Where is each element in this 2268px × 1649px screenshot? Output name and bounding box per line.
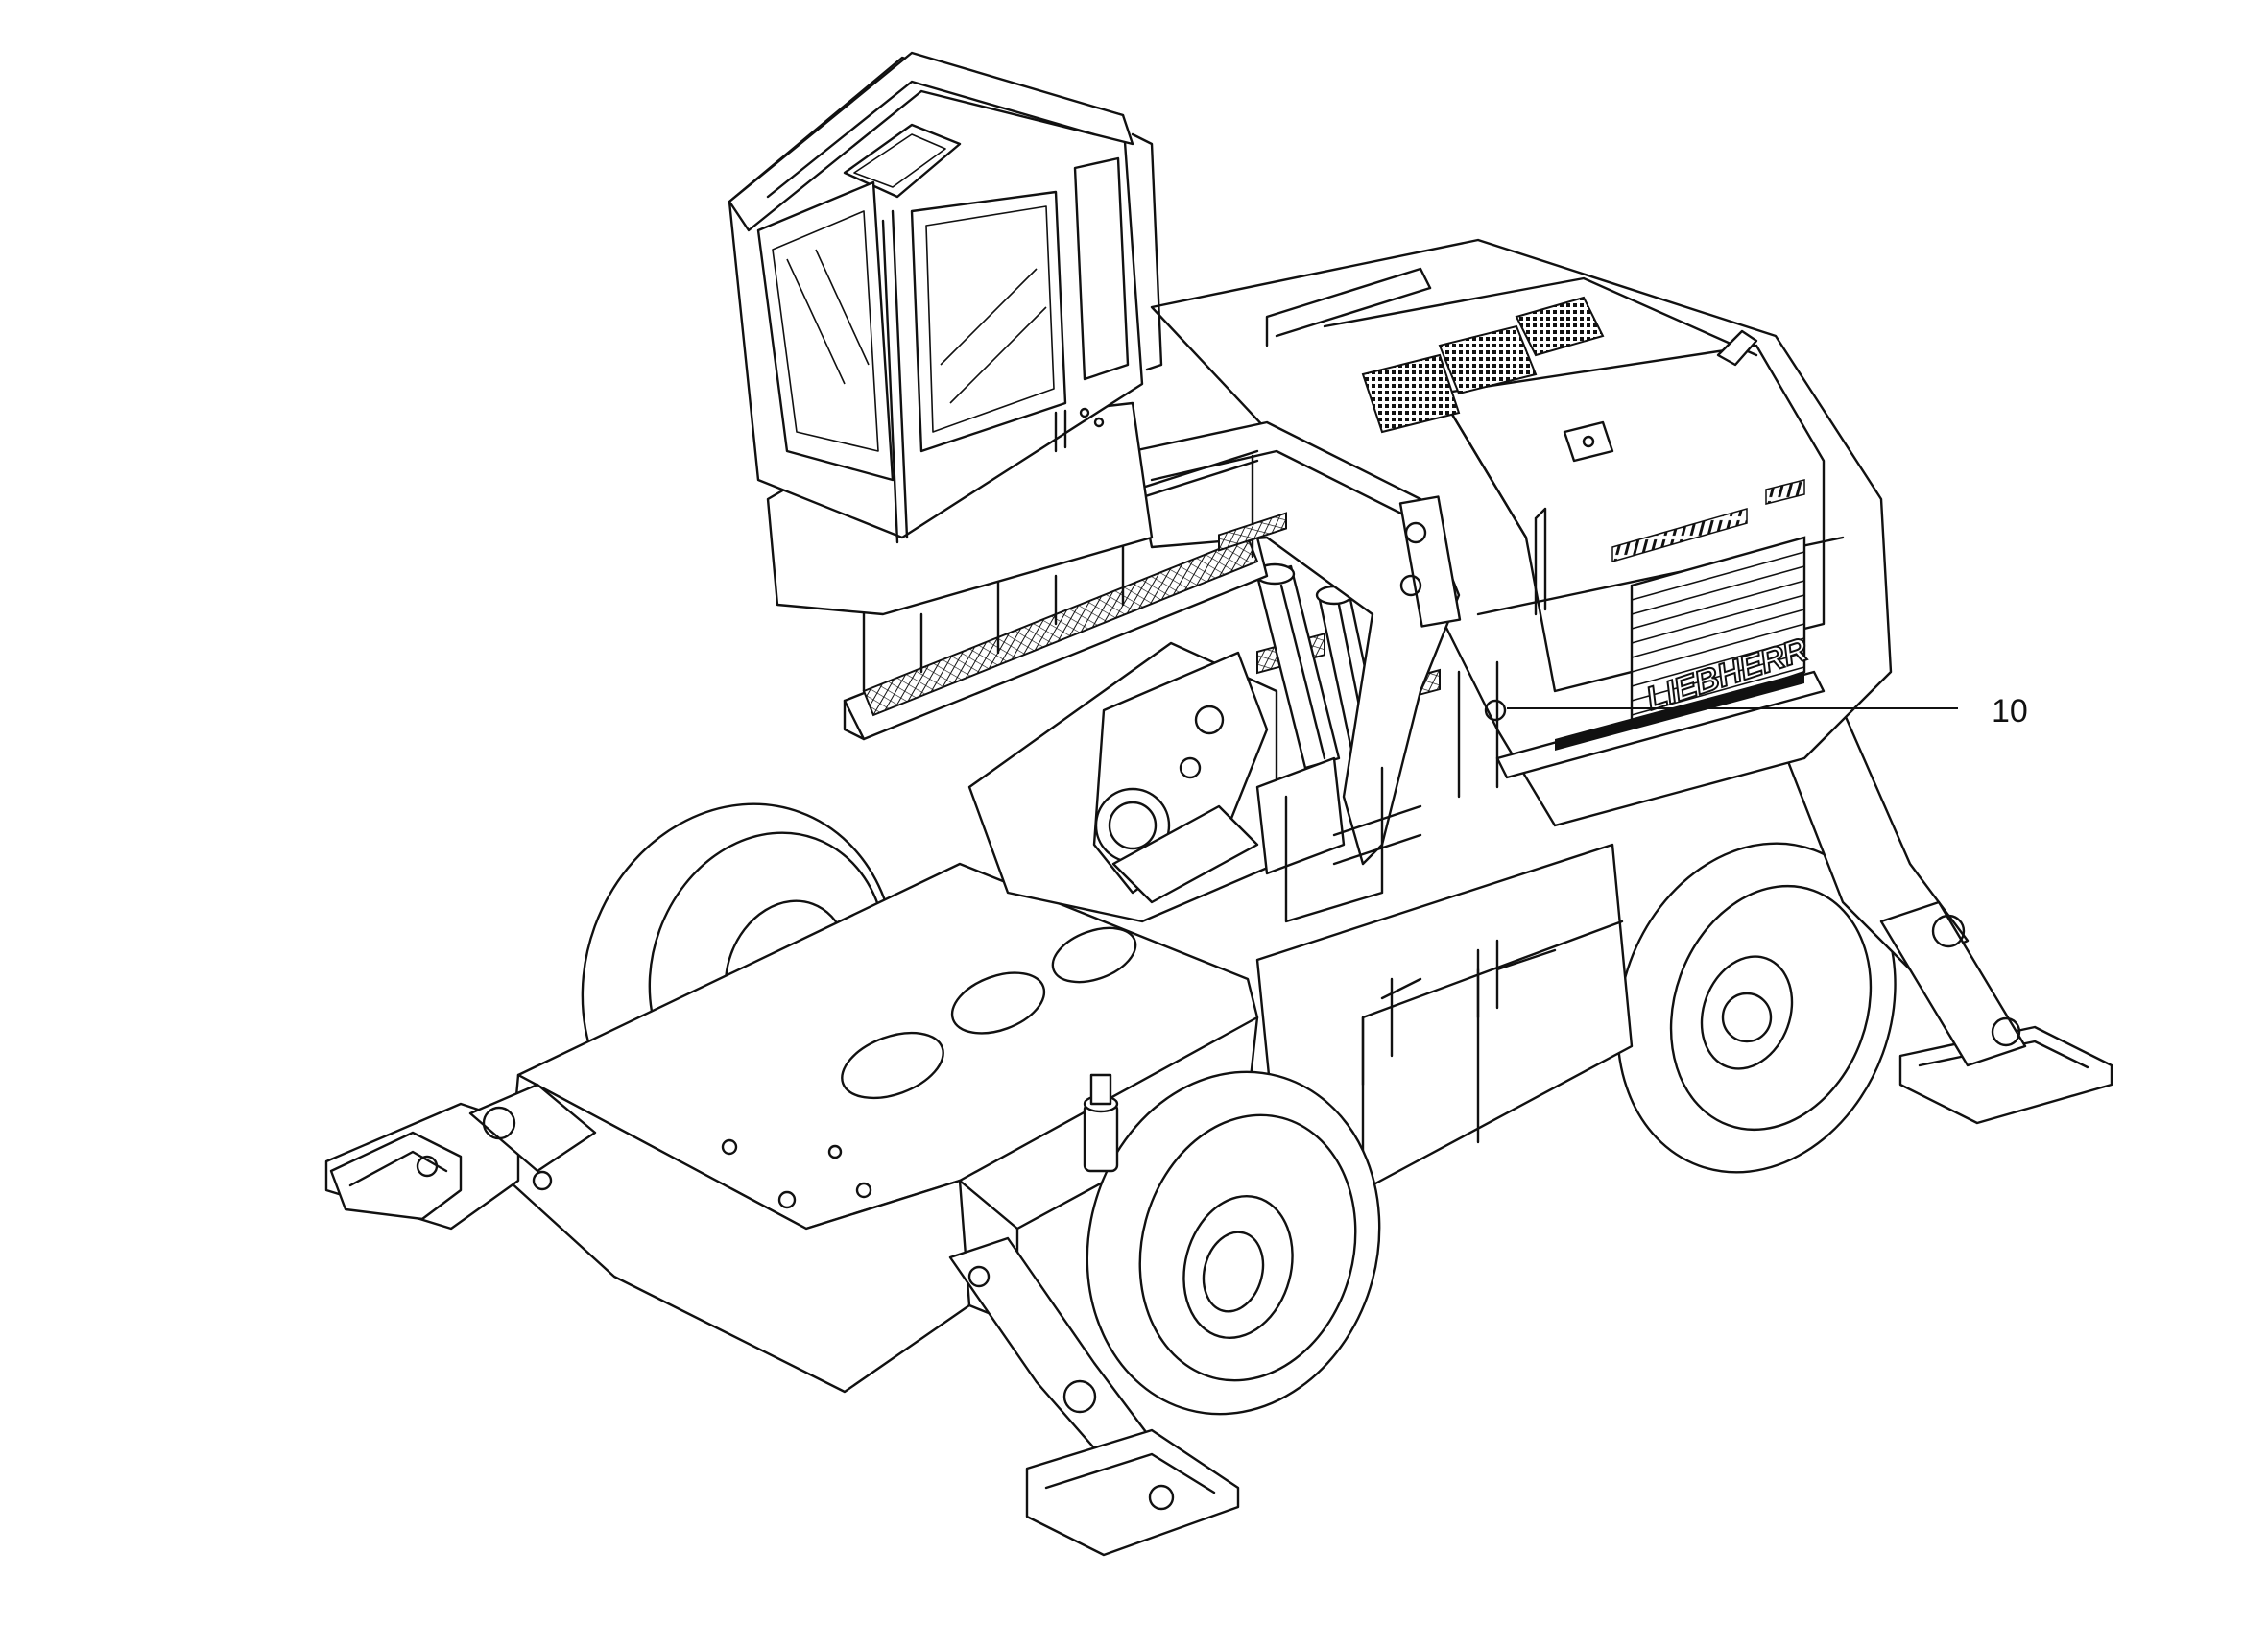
- boom: [1131, 420, 1462, 866]
- rear-right-outrigger: [1774, 708, 2113, 1125]
- front-left-wheel: [1086, 1070, 1381, 1416]
- callout-target-marker: [1484, 699, 1507, 722]
- engine-hood: LIEBHERR: [1150, 238, 1893, 827]
- callout-label-10: 10: [1992, 693, 2028, 729]
- upper-access-steps: [1218, 512, 1499, 923]
- operator-cab: [728, 51, 1163, 616]
- boom-foot: [967, 641, 1278, 923]
- front-right-outrigger: [948, 1236, 1240, 1557]
- hood-handrails: [1265, 267, 1547, 616]
- callout-10: 10: [1484, 693, 2028, 729]
- front-chassis: [507, 862, 1259, 1394]
- rear-right-wheel: [1616, 842, 1897, 1174]
- front-left-outrigger: [324, 1083, 597, 1231]
- support-cylinder: [1083, 1073, 1119, 1173]
